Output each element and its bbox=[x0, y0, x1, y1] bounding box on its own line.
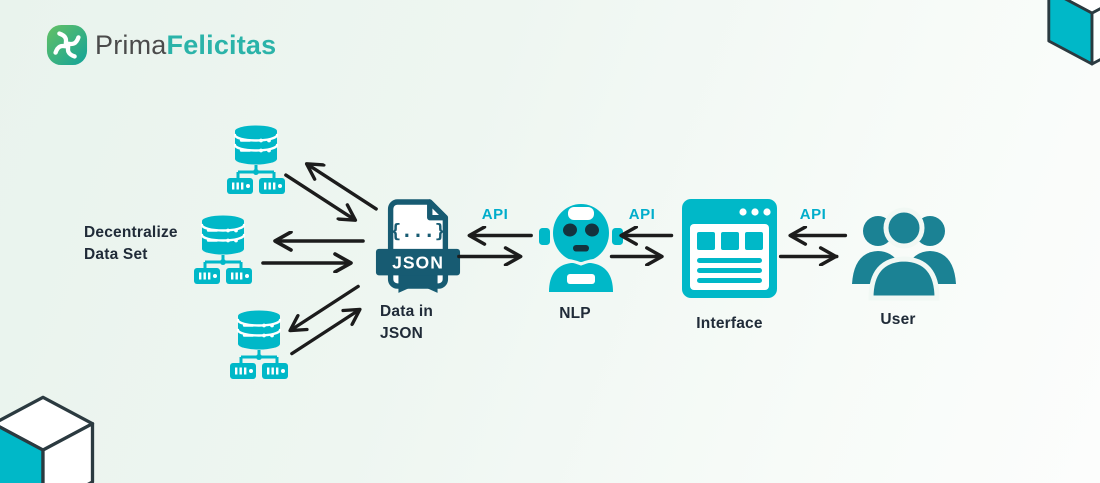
json-file-icon: {...} JSON bbox=[375, 199, 461, 293]
decentralized-dataset-label: Decentralize Data Set bbox=[84, 224, 178, 264]
json-badge-text: JSON bbox=[392, 252, 444, 272]
bidirectional-arrow-db-bottom-json bbox=[274, 277, 376, 363]
json-node-caption: Data in JSON bbox=[380, 303, 434, 343]
bidirectional-arrow-json-nlp bbox=[457, 226, 533, 266]
user-node-caption: User bbox=[880, 311, 916, 328]
api-connection-nlp-interface: API bbox=[609, 206, 675, 266]
nlp-robot-icon bbox=[539, 204, 623, 292]
api-connection-json-nlp: API bbox=[455, 206, 535, 266]
bidirectional-arrow-nlp-interface bbox=[609, 226, 674, 266]
logo-text-prima: Prima bbox=[95, 29, 167, 60]
json-code-glyph: {...} bbox=[390, 221, 446, 242]
cube-decoration-bottom-left-icon bbox=[0, 395, 95, 483]
database-cluster-icon bbox=[227, 125, 285, 194]
api-connection-interface-user: API bbox=[777, 206, 849, 266]
interface-browser-icon bbox=[682, 199, 777, 298]
cube-decoration-top-right-icon bbox=[1047, 0, 1100, 66]
api-label: API bbox=[799, 206, 827, 223]
interface-node-caption: Interface bbox=[696, 315, 763, 332]
user-group-icon bbox=[852, 207, 956, 301]
bidirectional-arrow-db-top-json bbox=[279, 149, 383, 236]
brand-logo-icon bbox=[46, 24, 88, 66]
database-cluster-icon bbox=[194, 215, 252, 284]
api-label: API bbox=[481, 206, 509, 223]
nlp-node-caption: NLP bbox=[559, 305, 591, 322]
api-label: API bbox=[628, 206, 656, 223]
brand-logo: PrimaFelicitas bbox=[46, 24, 276, 66]
bidirectional-arrow-db-mid-json bbox=[261, 231, 365, 273]
database-cluster-icon bbox=[230, 310, 288, 379]
bidirectional-arrow-interface-user bbox=[778, 226, 848, 266]
logo-text-felicitas: Felicitas bbox=[166, 29, 277, 60]
